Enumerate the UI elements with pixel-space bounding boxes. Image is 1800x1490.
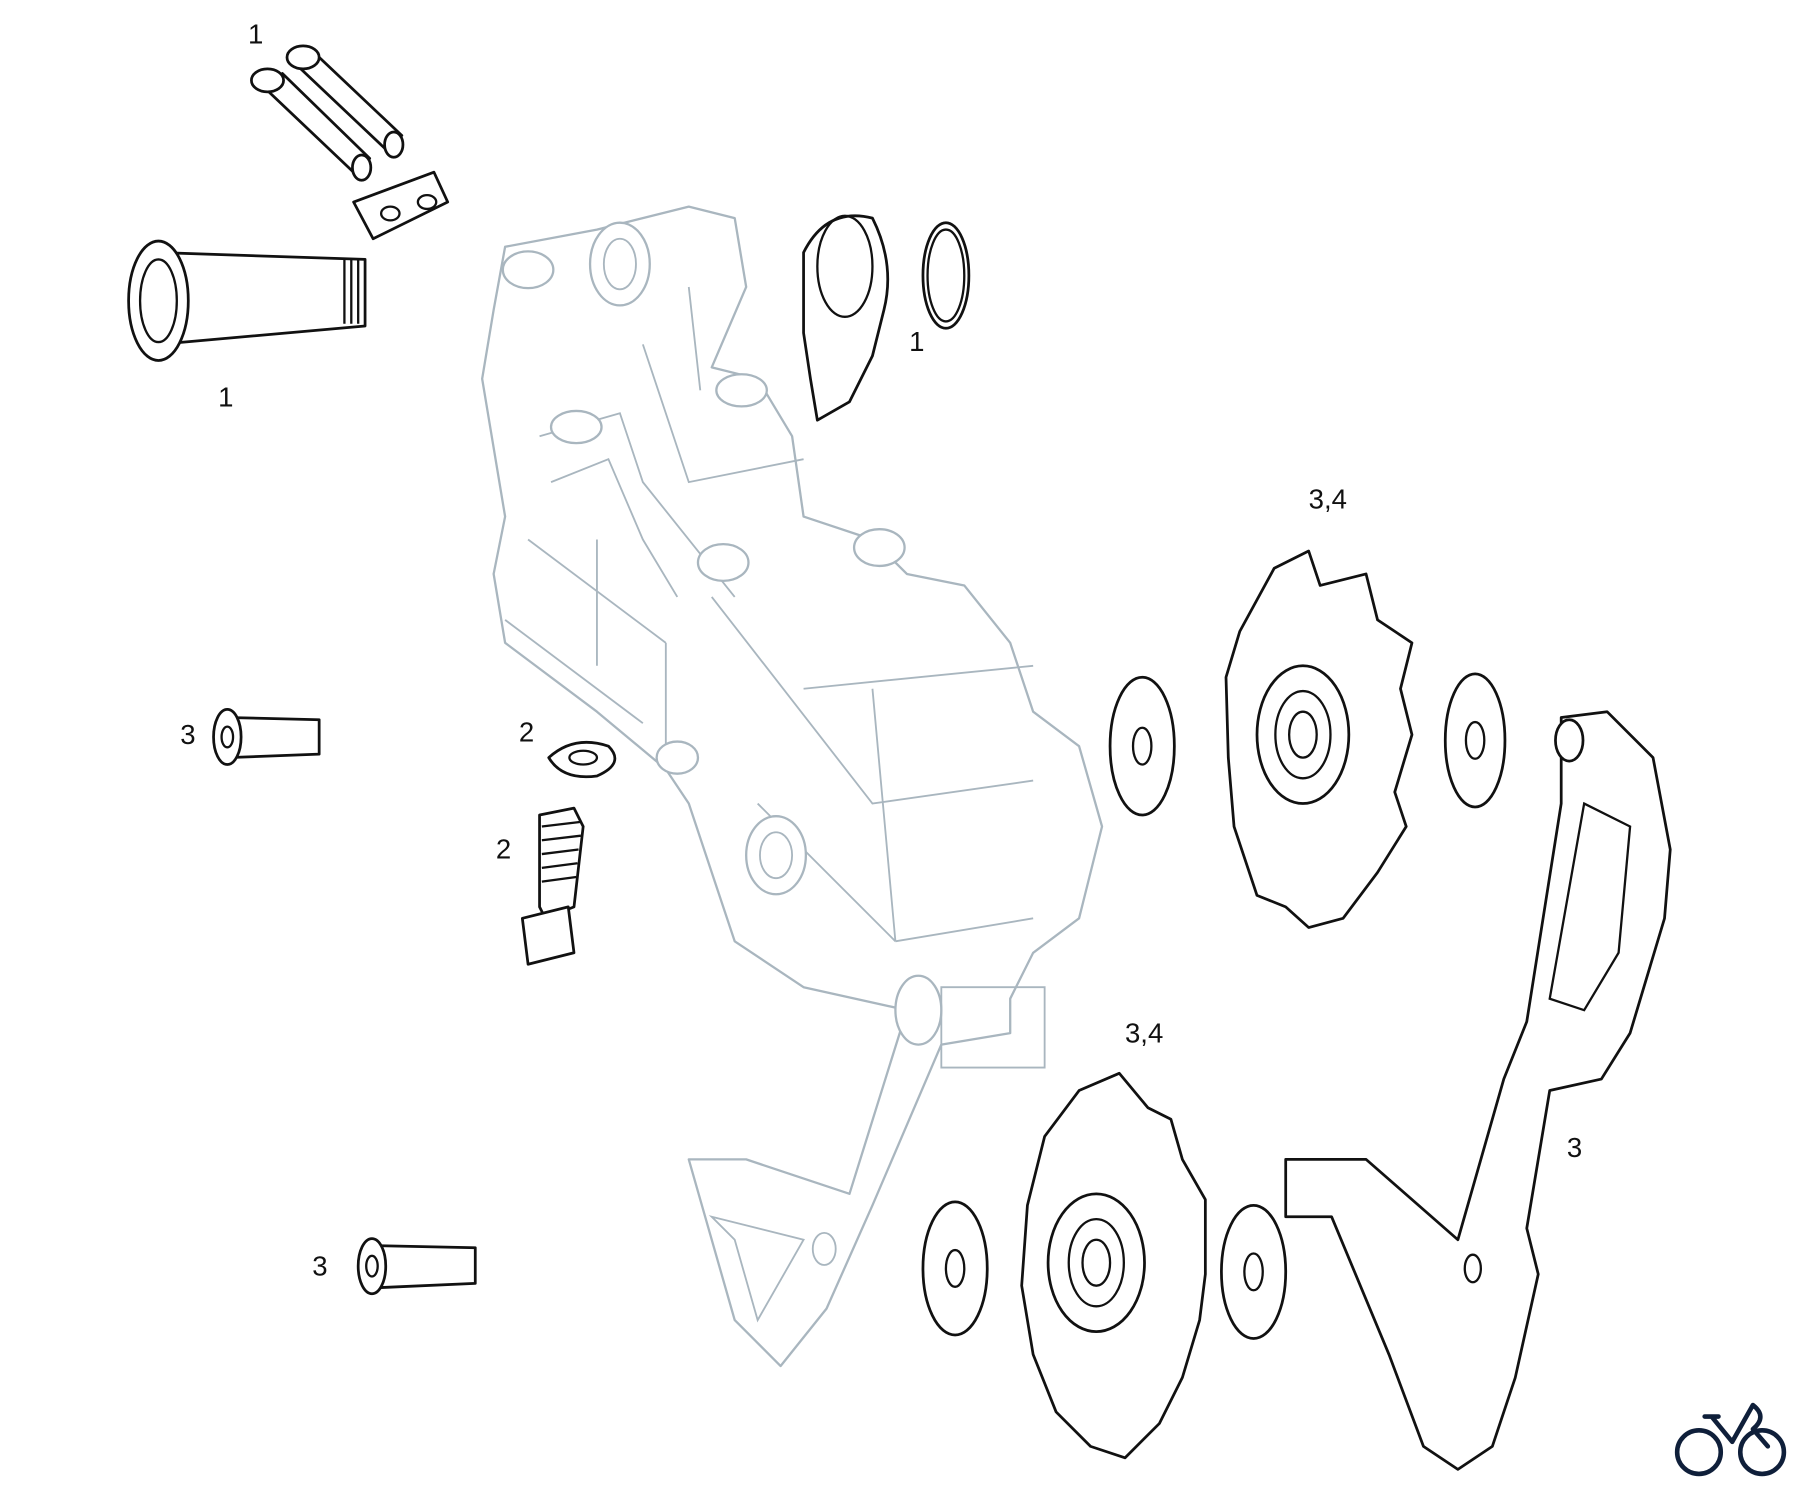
callout-limit-screw: 2 (496, 834, 511, 865)
upper-pulley-part (1108, 549, 1507, 929)
callout-lock-washer: 2 (519, 717, 534, 748)
callout-pivot-bolt: 1 (218, 381, 233, 412)
lower-pulley-part (921, 1071, 1288, 1460)
callout-cage-plate: 3 (1567, 1132, 1582, 1163)
pivot-bolt-part (127, 239, 367, 362)
cage-plate-part (1284, 710, 1672, 1471)
callout-b-knuckle: 1 (909, 326, 924, 357)
callout-lower-pulley-bolt: 3 (312, 1250, 327, 1281)
callout-pins: 1 (248, 19, 263, 50)
limit-pins-part (250, 44, 450, 241)
upper-pulley-bolt-part (212, 708, 321, 766)
lock-washer-part (547, 740, 617, 779)
limit-screw-part (520, 806, 585, 966)
b-knuckle-part (802, 214, 971, 422)
callout-upper-pulley: 3,4 (1309, 484, 1347, 515)
bicycle-icon (1674, 1402, 1787, 1477)
callout-upper-pulley-bolt: 3 (180, 719, 195, 750)
callout-lower-pulley: 3,4 (1125, 1017, 1163, 1048)
derailleur-body (481, 205, 1104, 1368)
lower-pulley-bolt-part (356, 1237, 477, 1296)
